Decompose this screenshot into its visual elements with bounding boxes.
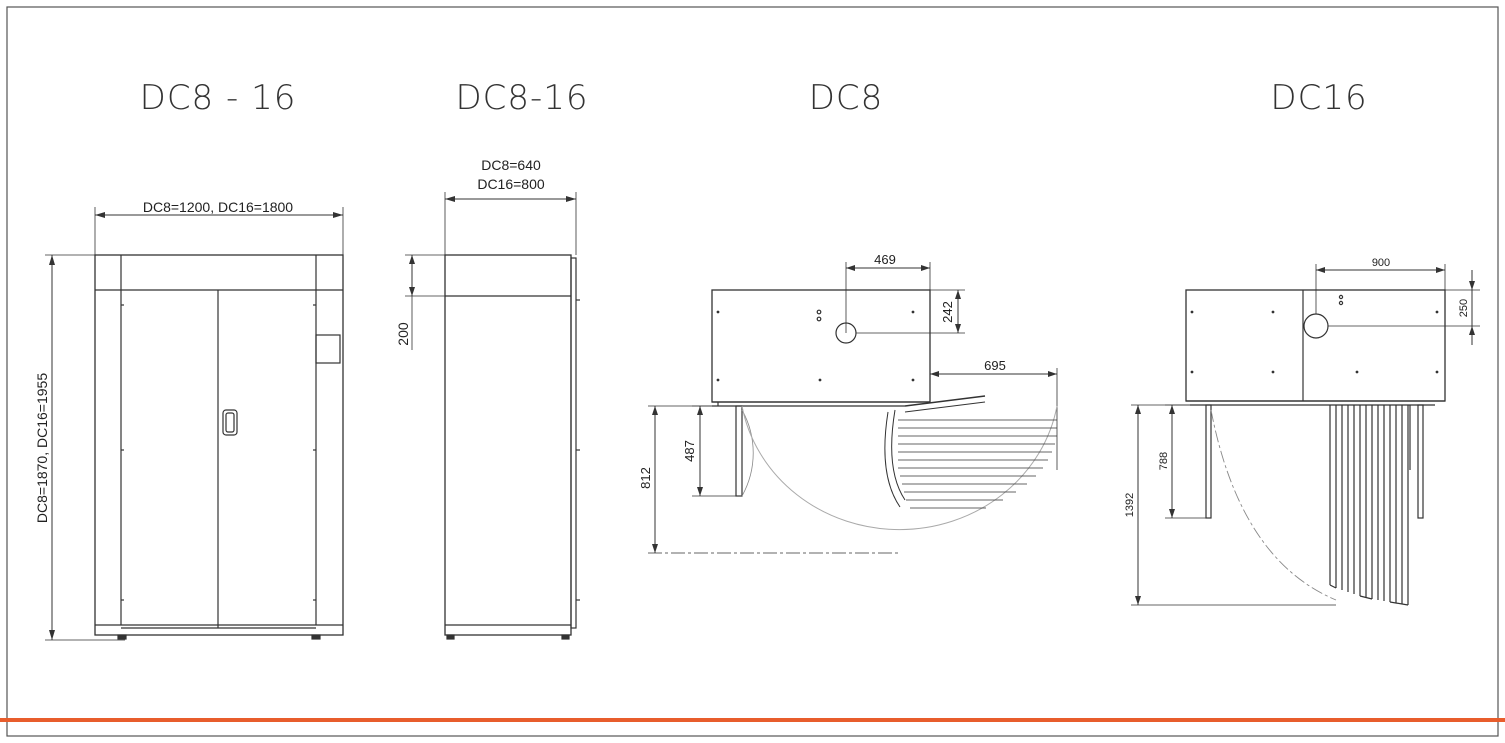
front-height-label: DC8=1870, DC16=1955 [34,373,50,523]
dc16-view-title: DC16 [1270,78,1368,118]
dc8-dim-812: 812 [638,467,653,489]
dc8-dim-242: 242 [940,301,955,323]
dc8-view-title: DC8 [808,78,884,118]
side-view-title: DC8-16 [455,78,589,118]
dc16-dim-1392: 1392 [1124,493,1136,517]
dc8-dim-695: 695 [984,358,1006,373]
dc16-dim-900: 900 [1372,257,1390,269]
side-view [405,192,580,640]
front-view-title: DC8 - 16 [139,78,297,118]
dc16-dim-250: 250 [1458,299,1470,317]
side-depth-label-1: DC8=640 [481,157,541,173]
side-top-label: 200 [395,322,411,346]
accent-bar [0,718,1505,722]
dc8-dim-469: 469 [874,252,896,267]
front-view [45,207,344,641]
plan-dc16-view [1131,264,1480,606]
front-width-label: DC8=1200, DC16=1800 [143,199,293,215]
side-depth-label-2: DC16=800 [477,176,545,192]
dc16-dim-788: 788 [1158,452,1170,470]
dc8-dim-487: 487 [682,440,697,462]
plan-dc8-view [648,262,1058,554]
